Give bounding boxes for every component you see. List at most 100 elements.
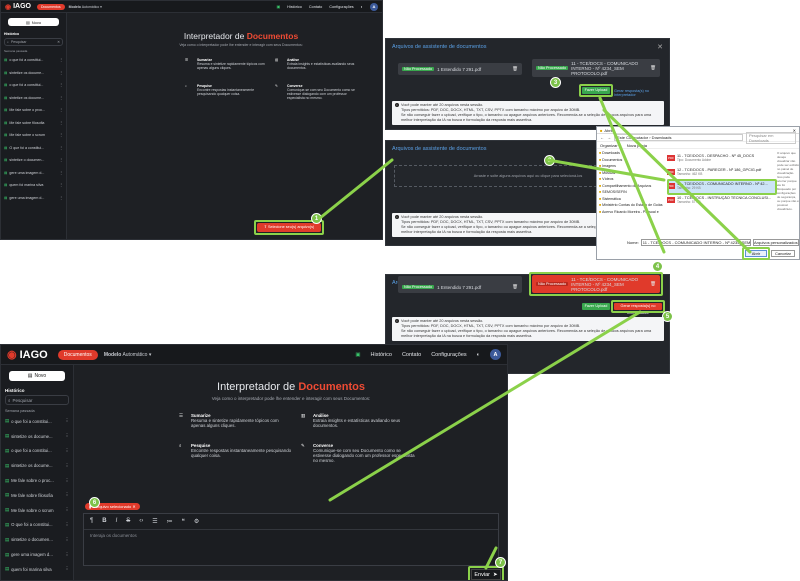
close-icon[interactable]: ✕ (657, 44, 663, 51)
theme-toggle-icon[interactable]: ◐ (476, 351, 480, 358)
generate-answer-link[interactable]: Gerar resposta(s) no Interpretador (614, 89, 650, 97)
new-folder-button[interactable]: Nova pasta (626, 143, 647, 148)
more-options-icon[interactable]: ⋮ (59, 95, 63, 100)
history-item[interactable]: ▤Me fale sobre o scrum⋮ (4, 133, 63, 138)
history-item[interactable]: ▤sintetize os docume...⋮ (4, 70, 63, 75)
path-field[interactable]: Este Computador › Downloads (614, 134, 743, 141)
quote-icon[interactable]: ❝ (181, 519, 185, 525)
settings-icon[interactable]: ⚙ (193, 519, 200, 525)
logo[interactable]: ◉IAGO (5, 3, 31, 11)
open-button[interactable]: Abrir (745, 250, 767, 257)
close-icon[interactable]: ✕ (57, 40, 60, 44)
upload-button[interactable]: Fazer Upload (582, 303, 610, 310)
forward-icon[interactable]: → (607, 135, 611, 140)
more-options-icon[interactable]: ⋮ (64, 566, 69, 572)
history-item[interactable]: ▤Me fale sobre filosofia⋮ (4, 120, 63, 125)
more-options-icon[interactable]: ⋮ (59, 58, 63, 63)
more-options-icon[interactable]: ⋮ (59, 108, 63, 113)
history-item[interactable]: ▤O que foi a constitui...⋮ (4, 145, 63, 150)
filename-input[interactable]: 11 - TCE/DOCS - COMUNICADO INTERNO - Nº … (640, 239, 751, 246)
nav-history[interactable]: Histórico (370, 351, 392, 358)
select-files-button[interactable]: ⇪ Selecione seu(s) arquivo(s) (257, 223, 321, 232)
message-editor[interactable]: ¶ B I S ‹› ☰ ≔ ❝ ⚙ Interaja os documento… (83, 513, 499, 566)
more-options-icon[interactable]: ⋮ (64, 492, 69, 498)
ordered-list-icon[interactable]: ≔ (166, 519, 173, 525)
nav-history[interactable]: Histórico (287, 4, 302, 9)
history-icon[interactable]: ▣ (276, 5, 281, 9)
history-item[interactable]: ▤o que foi a constitui...⋮ (4, 58, 63, 63)
trash-icon[interactable]: 🗑 (650, 281, 656, 286)
more-options-icon[interactable]: ⋮ (59, 158, 63, 163)
bullet-list-icon[interactable]: ☰ (152, 519, 158, 525)
theme-toggle-icon[interactable]: ◐ (360, 4, 363, 9)
history-item[interactable]: ▤quem foi marina silva⋮ (5, 566, 69, 572)
trash-icon[interactable]: 🗑 (512, 284, 518, 289)
mode-pill[interactable]: Documentos (37, 3, 65, 10)
history-icon[interactable]: ▣ (355, 351, 361, 358)
italic-icon[interactable]: I (115, 518, 118, 524)
dialog-search-input[interactable]: Pesquisar em Downloads (746, 131, 796, 144)
back-icon[interactable]: ← (600, 135, 604, 140)
history-item[interactable]: ▤O que foi a constitui...⋮ (5, 521, 69, 528)
more-options-icon[interactable]: ⋮ (59, 145, 63, 150)
more-options-icon[interactable]: ⋮ (64, 477, 69, 483)
nav-contact[interactable]: Contato (308, 4, 323, 9)
more-options-icon[interactable]: ⋮ (59, 183, 63, 188)
more-options-icon[interactable]: ⋮ (64, 418, 69, 424)
more-options-icon[interactable]: ⋮ (64, 521, 69, 527)
bold-icon[interactable]: B (102, 518, 107, 524)
more-options-icon[interactable]: ⋮ (64, 536, 69, 542)
avatar[interactable]: A (370, 2, 378, 11)
more-options-icon[interactable]: ⋮ (64, 433, 69, 439)
history-item[interactable]: ▤gere uma imagem d...⋮ (4, 170, 63, 175)
history-item[interactable]: ▤o que foi a constitui...⋮ (5, 418, 69, 424)
new-chat-button[interactable]: ▤Novo (8, 18, 59, 26)
more-options-icon[interactable]: ⋮ (64, 462, 69, 468)
more-options-icon[interactable]: ⋮ (59, 195, 63, 200)
history-item[interactable]: ▤o que foi a constitui...⋮ (5, 447, 69, 454)
nav-contact[interactable]: Contato (401, 351, 422, 358)
history-item[interactable]: ▤gere uma imagem d...⋮ (4, 195, 63, 200)
file-type-filter[interactable]: Arquivos personalizados (*.pdf (753, 239, 799, 246)
code-icon[interactable]: ‹› (139, 518, 144, 524)
new-chat-button[interactable]: ▤Novo (9, 371, 65, 381)
logo[interactable]: ◉IAGO (7, 348, 48, 362)
history-item[interactable]: ▤sintetize o documen...⋮ (4, 158, 63, 163)
model-selector[interactable]: Modelo Automático ▾ (68, 4, 102, 9)
cancel-button[interactable]: Cancelar (771, 250, 795, 257)
more-options-icon[interactable]: ⋮ (59, 133, 63, 138)
more-options-icon[interactable]: ⋮ (59, 170, 63, 175)
search-input[interactable]: ⌕Pesquisar (5, 395, 69, 405)
upload-button[interactable]: Fazer Upload (582, 87, 610, 94)
history-item[interactable]: ▤o que foi a constitui...⋮ (4, 83, 63, 88)
history-item[interactable]: ▤gere uma imagem d...⋮ (5, 551, 69, 558)
history-item[interactable]: ▤Me fale sobre o proc...⋮ (5, 477, 69, 484)
history-item[interactable]: ▤sintetize os docume...⋮ (5, 462, 69, 469)
trash-icon[interactable]: 🗑 (512, 66, 518, 71)
history-item[interactable]: ▤sintetize os docume...⋮ (4, 95, 63, 100)
more-options-icon[interactable]: ⋮ (59, 70, 63, 75)
search-input[interactable]: ⌕Pesquisar✕ (4, 38, 63, 46)
nav-folder-item[interactable]: ■ Acervo Ricardo Moreira - Pessoal e (599, 209, 659, 214)
more-options-icon[interactable]: ⋮ (59, 83, 63, 88)
nav-settings[interactable]: Configurações (329, 4, 354, 9)
history-item[interactable]: ▤Me fale sobre o proc...⋮ (4, 108, 63, 113)
mode-pill[interactable]: Documentos (57, 349, 98, 360)
avatar[interactable]: A (490, 349, 501, 360)
heading-icon[interactable]: ¶ (90, 518, 94, 524)
more-options-icon[interactable]: ⋮ (64, 447, 69, 453)
history-item[interactable]: ▤Me fale sobre o scrum⋮ (5, 507, 69, 513)
more-options-icon[interactable]: ⋮ (59, 120, 63, 125)
history-item[interactable]: ▤gere uma imagem d...⋮ (5, 577, 69, 580)
history-item[interactable]: ▤Me fale sobre filosofia⋮ (5, 492, 69, 498)
history-item[interactable]: ▤quem foi marina silva⋮ (4, 183, 63, 188)
send-button[interactable]: Enviar➤ (471, 569, 501, 580)
organize-button[interactable]: Organizar ▾ (600, 143, 621, 148)
model-selector[interactable]: Modelo Automático ▾ (103, 351, 152, 358)
